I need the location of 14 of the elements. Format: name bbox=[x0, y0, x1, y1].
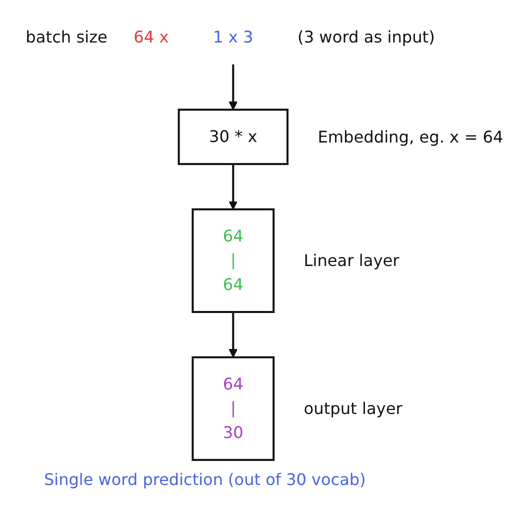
node-box: 30 * x bbox=[178, 108, 288, 166]
note-text: Single word prediction (out of 30 vocab) bbox=[44, 470, 367, 489]
node-box: 64 | 64 bbox=[192, 208, 275, 313]
layer-caption: output layer bbox=[304, 399, 402, 418]
label-text: (3 word as input) bbox=[298, 28, 435, 47]
label-text: batch size bbox=[26, 28, 108, 47]
arrow bbox=[228, 312, 238, 358]
layer-caption: Linear layer bbox=[304, 251, 400, 270]
arrow bbox=[228, 64, 238, 110]
layer-caption: Embedding, eg. x = 64 bbox=[318, 127, 504, 146]
label-text: 64 x bbox=[134, 28, 169, 47]
node-box: 64 | 30 bbox=[192, 356, 275, 461]
arrow bbox=[228, 164, 238, 210]
node-text: 1 x 3 bbox=[213, 27, 254, 46]
